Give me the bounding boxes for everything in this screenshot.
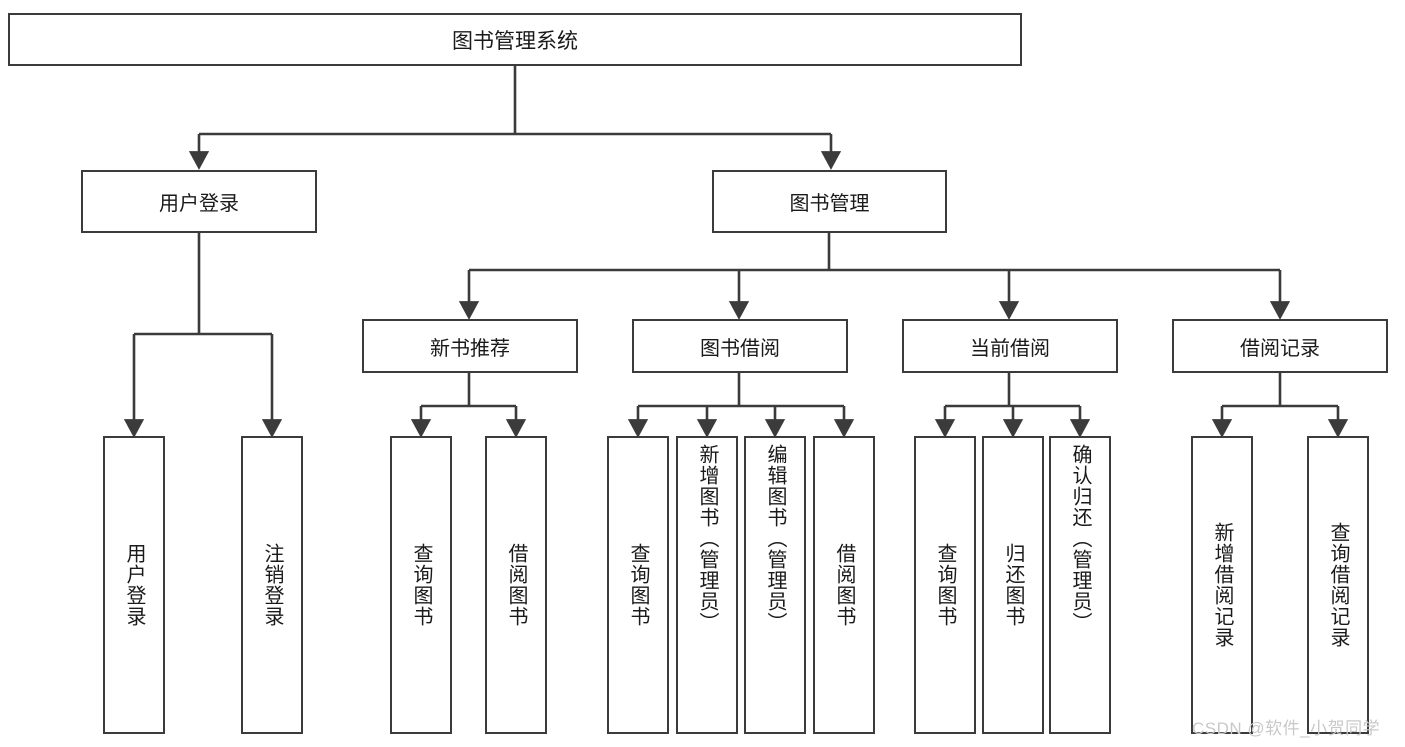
leaf-query-books-borrow[interactable]: 查询图书 [607, 436, 669, 734]
node-label: 图书管理 [789, 193, 870, 215]
node-label: 借阅记录 [1240, 337, 1320, 360]
node-label: 新书推荐 [430, 337, 510, 360]
node-label: 当前借阅 [970, 337, 1050, 360]
node-user-login[interactable]: 用户登录 [81, 170, 317, 233]
node-label: 借阅图书 [505, 543, 527, 627]
node-book-management[interactable]: 图书管理 [712, 170, 947, 233]
node-label: 归还图书 [1002, 543, 1024, 627]
node-label: 注销登录 [261, 543, 283, 627]
node-label: 编辑图书（管理员） [764, 444, 786, 633]
node-label: 用户登录 [159, 193, 239, 215]
leaf-edit-book-admin[interactable]: 编辑图书（管理员） [744, 436, 806, 734]
node-new-book-recommend[interactable]: 新书推荐 [362, 319, 578, 373]
node-label: 新增借阅记录 [1211, 522, 1233, 648]
node-root-book-management-system[interactable]: 图书管理系统 [8, 13, 1022, 66]
node-label: 图书借阅 [700, 337, 780, 360]
node-label: 查询借阅记录 [1327, 522, 1349, 648]
leaf-query-books-current[interactable]: 查询图书 [914, 436, 976, 734]
node-current-borrow[interactable]: 当前借阅 [902, 319, 1118, 373]
node-label: 确认归还（管理员） [1069, 444, 1091, 633]
node-label: 图书管理系统 [452, 29, 578, 53]
leaf-borrow-books-recommend[interactable]: 借阅图书 [485, 436, 547, 734]
leaf-logout[interactable]: 注销登录 [241, 436, 303, 734]
node-label: 用户登录 [123, 543, 145, 627]
watermark: CSDN @软件_小贺同学 [1192, 719, 1381, 738]
node-label: 查询图书 [934, 543, 956, 627]
node-label: 查询图书 [627, 543, 649, 627]
node-borrow-record[interactable]: 借阅记录 [1172, 319, 1388, 373]
leaf-add-borrow-record[interactable]: 新增借阅记录 [1191, 436, 1253, 734]
leaf-user-login[interactable]: 用户登录 [103, 436, 165, 734]
node-label: 借阅图书 [833, 543, 855, 627]
leaf-confirm-return-admin[interactable]: 确认归还（管理员） [1049, 436, 1111, 734]
leaf-return-books[interactable]: 归还图书 [982, 436, 1044, 734]
leaf-add-book-admin[interactable]: 新增图书（管理员） [676, 436, 738, 734]
node-book-borrow[interactable]: 图书借阅 [632, 319, 848, 373]
leaf-query-borrow-record[interactable]: 查询借阅记录 [1307, 436, 1369, 734]
leaf-query-books-recommend[interactable]: 查询图书 [390, 436, 452, 734]
node-label: 新增图书（管理员） [696, 444, 718, 633]
node-label: 查询图书 [410, 543, 432, 627]
leaf-borrow-books[interactable]: 借阅图书 [813, 436, 875, 734]
